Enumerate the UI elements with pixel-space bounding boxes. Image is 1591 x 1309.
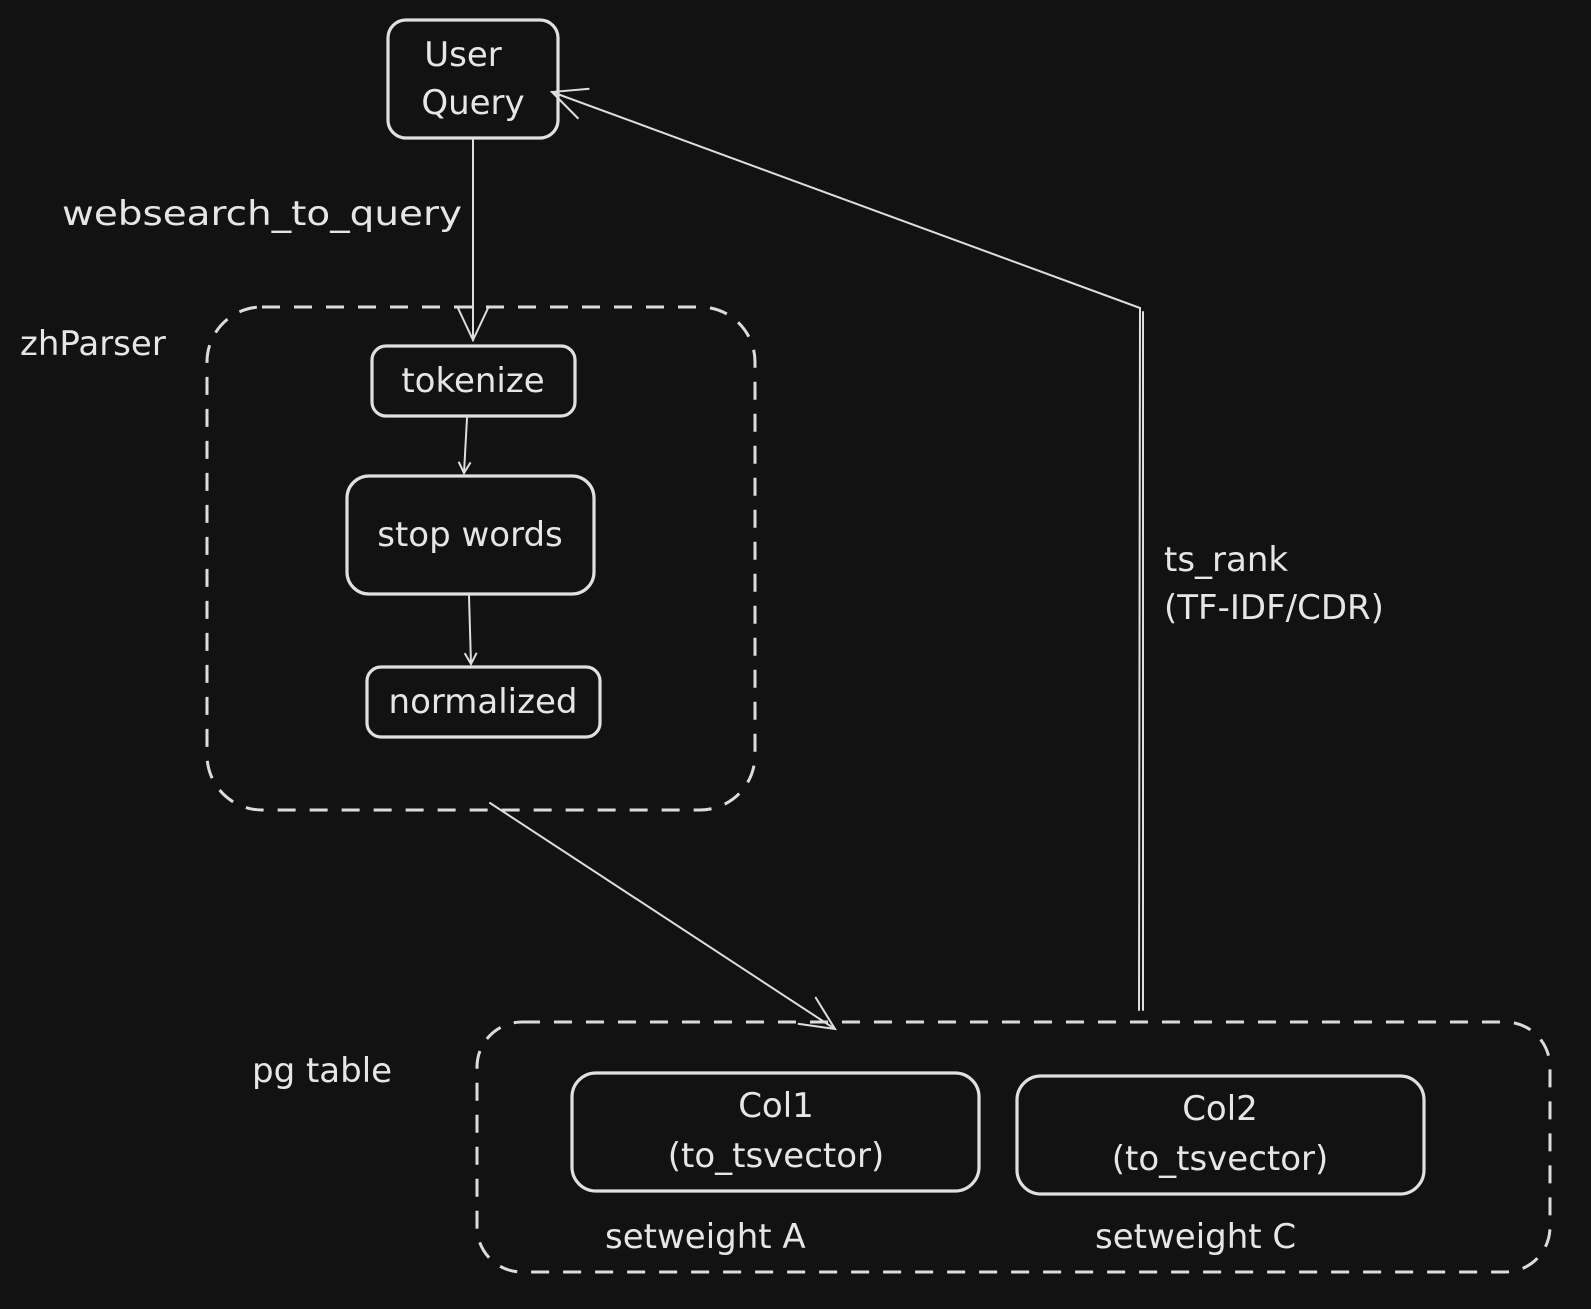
websearch-edge-label: websearch_to_query <box>62 194 462 234</box>
pg-table-group-label: pg table <box>252 1051 392 1091</box>
col2-label-line1: Col2 <box>1182 1089 1258 1129</box>
setweight-c-label: setweight C <box>1095 1217 1296 1257</box>
edge-ts-rank-return <box>549 87 1142 1011</box>
zhparser-group-label: zhParser <box>20 324 166 364</box>
user-query-label-line1: User <box>424 35 502 75</box>
col1-node <box>570 1071 981 1193</box>
normalized-label: normalized <box>389 682 578 722</box>
edge-zhparser-to-pgtable <box>489 802 837 1031</box>
edge-tokenize-to-stopwords <box>464 417 467 473</box>
ts-rank-label-line2: (TF-IDF/CDR) <box>1164 588 1384 628</box>
zhparser-group <box>205 305 757 812</box>
tokenize-label: tokenize <box>401 361 544 401</box>
normalized-node <box>365 665 602 739</box>
col1-label-line1: Col1 <box>738 1086 814 1126</box>
stop-words-node <box>345 474 596 596</box>
col2-label-line2: (to_tsvector) <box>1112 1139 1329 1179</box>
col1-label-line2: (to_tsvector) <box>668 1136 885 1176</box>
ts-rank-label-line1: ts_rank <box>1164 540 1288 580</box>
edge-stopwords-to-normalized <box>469 595 471 664</box>
user-query-label-line2: Query <box>421 83 524 123</box>
stop-words-label: stop words <box>377 515 563 555</box>
user-query-node <box>386 18 560 140</box>
setweight-a-label: setweight A <box>605 1217 806 1257</box>
tokenize-node <box>370 344 577 418</box>
col2-node <box>1015 1074 1426 1196</box>
pg-table-group <box>475 1020 1552 1274</box>
